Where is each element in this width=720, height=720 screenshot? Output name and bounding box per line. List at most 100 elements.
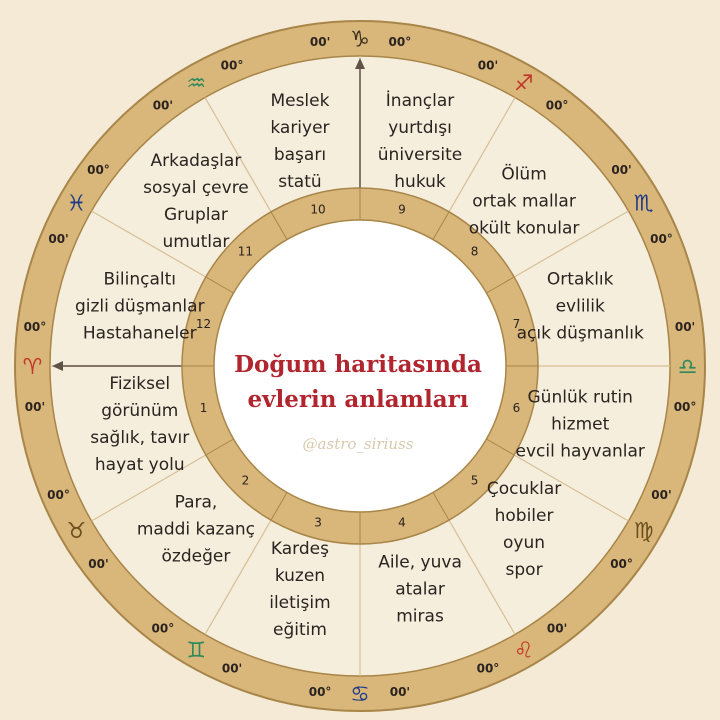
virgo-icon: ♍ xyxy=(634,519,654,544)
house-number: 10 xyxy=(310,203,325,217)
house-meaning-line: Aile, yuva xyxy=(378,552,462,573)
house-meaning-line: statü xyxy=(278,171,322,192)
house-meaning-line: iletişim xyxy=(269,593,331,614)
sign-degree-label: 00° xyxy=(389,35,412,49)
title-line: Doğum haritasında xyxy=(234,351,482,378)
house-cusp-line xyxy=(448,97,516,213)
house-number: 2 xyxy=(242,474,250,488)
sign-minute-label: 00' xyxy=(153,98,173,112)
house-8-meanings: Ölüm ortak mallar okült konular xyxy=(469,161,580,242)
house-meaning-line: Hastahaneler xyxy=(82,323,197,344)
house-number-divider xyxy=(205,276,234,294)
libra-icon: ♎ xyxy=(678,355,698,380)
house-meaning-line: yurtdışı xyxy=(388,117,452,138)
house-meaning-line: gizli düşmanlar xyxy=(74,296,205,317)
sign-degree-label: 00° xyxy=(152,622,175,636)
sign-degree-label: 00° xyxy=(674,400,697,414)
house-number-divider xyxy=(270,492,288,521)
house-number: 9 xyxy=(398,203,406,217)
asc-arrow-head xyxy=(52,361,63,371)
house-cusp-line xyxy=(513,454,629,522)
house-meaning-line: hayat yolu xyxy=(94,455,185,475)
house-meaning-line: görünüm xyxy=(101,401,179,421)
house-number: 1 xyxy=(200,401,208,415)
sign-minute-label: 00' xyxy=(390,685,410,699)
house-meaning-line: İnançlar xyxy=(385,90,455,111)
house-meaning-line: hobiler xyxy=(494,506,554,527)
house-cusp-line xyxy=(91,210,207,278)
house-meaning-line: sağlık, tavır xyxy=(90,428,190,448)
house-number-divider xyxy=(486,438,515,456)
aquarius-icon: ♒ xyxy=(186,71,206,96)
sign-minute-label: 00' xyxy=(478,59,498,73)
mc-arrow-head xyxy=(355,58,365,69)
house-meaning-line: Bilinçaltı xyxy=(103,269,176,290)
chart-title: Doğum haritasında evlerin anlamları xyxy=(234,347,482,417)
house-meaning-line: oyun xyxy=(503,533,546,554)
sign-minute-label: 00' xyxy=(547,622,567,636)
house-meaning-line: Gruplar xyxy=(164,204,228,225)
house-number-divider xyxy=(205,438,234,456)
house-meaning-line: kuzen xyxy=(274,566,326,587)
capricorn-icon: ♑ xyxy=(350,28,370,53)
house-meaning-line: eğitim xyxy=(272,620,327,641)
sign-minute-label: 00' xyxy=(611,163,631,177)
house-meaning-line: umutlar xyxy=(162,231,230,252)
house-meaning-line: Günlük rutin xyxy=(527,387,633,408)
sign-degree-label: 00° xyxy=(24,320,47,334)
house-meaning-line: evlilik xyxy=(555,296,605,317)
house-cusp-line xyxy=(513,210,629,278)
house-1-meanings: Fiziksel görünüm sağlık, tavır hayat yolu xyxy=(90,371,189,479)
house-cusp-line xyxy=(204,519,272,635)
house-meaning-line: miras xyxy=(396,606,444,627)
sign-degree-label: 00° xyxy=(546,98,569,112)
house-number-divider xyxy=(486,276,515,294)
house-meaning-line: açık düşmanlık xyxy=(516,323,644,344)
house-meaning-line: maddi kazanç xyxy=(136,519,255,540)
house-number: 4 xyxy=(398,515,406,529)
sign-degree-label: 00° xyxy=(87,163,110,177)
house-meaning-line: okült konular xyxy=(468,218,580,239)
house-meaning-line: Fiziksel xyxy=(109,374,171,394)
house-meaning-line: Para, xyxy=(174,492,218,513)
house-cusp-line xyxy=(91,454,207,522)
sign-minute-label: 00' xyxy=(651,488,671,502)
cancer-icon: ♋ xyxy=(350,683,370,708)
house-meaning-line: Ölüm xyxy=(501,164,547,185)
sign-degree-label: 00° xyxy=(650,232,673,246)
watermark: @astro_siriuss xyxy=(302,435,414,453)
house-meaning-line: sosyal çevre xyxy=(143,177,249,198)
sign-degree-label: 00° xyxy=(221,59,244,73)
house-meaning-line: hizmet xyxy=(551,414,610,435)
sign-degree-label: 00° xyxy=(610,557,633,571)
house-meaning-line: atalar xyxy=(395,579,445,600)
house-4-meanings: Aile, yuva atalar miras xyxy=(378,550,462,631)
sign-minute-label: 00' xyxy=(310,35,330,49)
sign-minute-label: 00' xyxy=(675,320,695,334)
house-number-divider xyxy=(270,211,288,240)
sign-minute-label: 00' xyxy=(222,661,242,675)
house-meaning-line: Çocuklar xyxy=(486,479,562,500)
house-3-meanings: Kardeş kuzen iletişim eğitim xyxy=(269,536,330,644)
aries-icon: ♈ xyxy=(23,355,43,380)
house-meaning-line: Arkadaşlar xyxy=(150,150,242,171)
house-meaning-line: Meslek xyxy=(270,90,330,111)
house-meaning-line: hukuk xyxy=(394,171,446,192)
sign-degree-label: 00° xyxy=(309,685,332,699)
sign-degree-label: 00° xyxy=(47,488,70,502)
house-number-divider xyxy=(432,211,450,240)
house-meaning-line: Kardeş xyxy=(270,539,329,560)
pisces-icon: ♓ xyxy=(67,191,87,216)
house-meaning-line: spor xyxy=(505,560,543,581)
title-line: evlerin anlamları xyxy=(247,386,469,413)
house-meaning-line: ortak mallar xyxy=(472,191,576,212)
house-number: 11 xyxy=(238,244,253,258)
house-number: 8 xyxy=(471,244,479,258)
